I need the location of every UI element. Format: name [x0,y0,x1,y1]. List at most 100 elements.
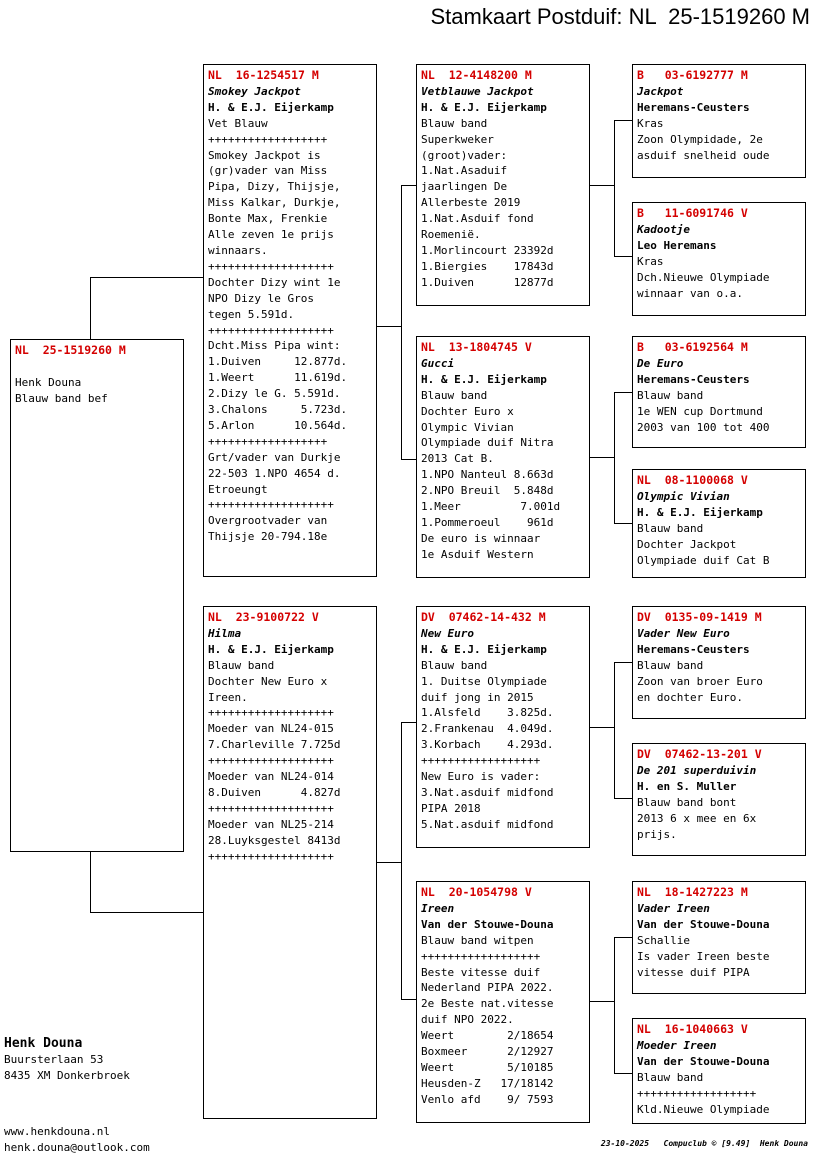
pigeon-info: Blauw band Zoon van broer Euro en dochte… [637,658,763,704]
pigeon-info: Blauw band Dochter Euro x Olympic Vivian… [421,388,561,561]
ring-number: B 03-6192777 M [637,68,748,82]
pigeon-name: Jackpot [637,84,684,98]
connector-line [614,256,633,257]
pigeon-card-mother[interactable]: NL 23-9100722 V Hilma H. & E.J. Eijerkam… [203,606,377,1119]
ring-number: DV 07462-13-201 V [637,747,762,761]
ring-number: DV 07462-14-432 M [421,610,546,624]
connector-line [614,662,615,799]
pigeon-card-father[interactable]: NL 16-1254517 M Smokey Jackpot H. & E.J.… [203,64,377,577]
pigeon-card-mf-father[interactable]: DV 0135-09-1419 M Vader New Euro Hereman… [632,606,806,719]
connector-line [401,999,417,1000]
pigeon-name: Ireen [421,901,455,915]
pigeon-info: Blauw band bont 2013 6 x mee en 6x prijs… [637,795,757,841]
pigeon-info: Blauw band 1e WEN cup Dortmund 2003 van … [637,388,770,434]
pigeon-info: Blauw band witpen ++++++++++++++++++ Bes… [421,933,554,1106]
connector-line [376,326,402,327]
ring-number: NL 16-1254517 M [208,68,319,82]
pigeon-card-mother-mother[interactable]: NL 20-1054798 V Ireen Van der Stouwe-Dou… [416,881,590,1123]
pigeon-info: Blauw band bef [15,391,108,405]
connector-line [589,727,615,728]
pigeon-card-mm-mother[interactable]: NL 16-1040663 V Moeder Ireen Van der Sto… [632,1018,806,1124]
pigeon-info: Blauw band Superkweker (groot)vader: 1.N… [421,116,554,289]
connector-line [401,185,402,460]
pigeon-info: Blauw band ++++++++++++++++++ Kld.Nieuwe… [637,1070,770,1116]
pigeon-name: Vetblauwe Jackpot [421,84,534,98]
pigeon-name: New Euro [421,626,474,640]
pigeon-owner: Van der Stouwe-Douna [421,917,554,931]
pigeon-owner: H. & E.J. Eijerkamp [421,372,547,386]
pigeon-info: Blauw band Dochter New Euro x Ireen. +++… [208,658,341,863]
pigeon-name: Vader New Euro [637,626,730,640]
ring-number: NL 20-1054798 V [421,885,532,899]
pigeon-owner: Van der Stouwe-Douna [637,1054,770,1068]
ring-number: NL 23-9100722 V [208,610,319,624]
connector-line [401,722,402,1000]
pigeon-owner: Van der Stouwe-Douna [637,917,770,931]
connector-line [401,722,417,723]
pigeon-name: Vader Ireen [637,901,710,915]
breeder-name: Henk Douna [4,1036,83,1051]
pigeon-name: Kadootje [637,222,690,236]
breeder-email-link[interactable]: henk.douna@outlook.com [4,1140,150,1154]
connector-line [376,862,402,863]
pigeon-owner: Leo Heremans [637,238,717,252]
pigeon-owner: Heremans-Ceusters [637,372,750,386]
connector-line [589,1001,615,1002]
pigeon-name: De Euro [637,356,684,370]
connector-line [90,851,91,913]
pigeon-card-mother-father[interactable]: DV 07462-14-432 M New Euro H. & E.J. Eij… [416,606,590,848]
pigeon-info: Kras Zoon Olympidade, 2e asduif snelheid… [637,116,770,162]
breeder-block: Henk Douna Buursterlaan 53 8435 XM Donke… [4,1036,130,1084]
page-title: Stamkaart Postduif: NL 25-1519260 M [430,4,811,29]
pigeon-info: Blauw band Dochter Jackpot Olympiade dui… [637,521,770,567]
connector-line [614,1073,633,1074]
pigeon-name: De 201 superduivin [637,763,757,777]
ring-number: NL 25-1519260 M [15,343,126,357]
pigeon-card-ff-father[interactable]: B 03-6192777 M Jackpot Heremans-Ceusters… [632,64,806,178]
pigeon-card-subject[interactable]: NL 25-1519260 M Henk Douna Blauw band be… [10,339,184,852]
pigeon-info: Kras Dch.Nieuwe Olympiade winnaar van o.… [637,254,770,300]
pigeon-owner: H. & E.J. Eijerkamp [208,642,334,656]
pigeon-card-father-father[interactable]: NL 12-4148200 M Vetblauwe Jackpot H. & E… [416,64,590,306]
pigeon-owner: H. en S. Muller [637,779,737,793]
ring-number: NL 16-1040663 V [637,1022,748,1036]
ring-number: NL 18-1427223 M [637,885,748,899]
ring-number: NL 08-1100068 V [637,473,748,487]
ring-number: B 03-6192564 M [637,340,748,354]
pigeon-name: Gucci [421,356,455,370]
breeder-website-link[interactable]: www.henkdouna.nl [4,1125,110,1138]
pigeon-info: Vet Blauw ++++++++++++++++++ Smokey Jack… [208,116,348,544]
connector-line [90,912,204,913]
footer-credit: 23-10-2025 Compuclub © [9.49] Henk Douna [600,1139,808,1148]
pigeon-card-father-mother[interactable]: NL 13-1804745 V Gucci H. & E.J. Eijerkam… [416,336,590,578]
breeder-contact: www.henkdouna.nl henk.douna@outlook.com [4,1124,150,1156]
connector-line [614,120,633,121]
pigeon-owner: Heremans-Ceusters [637,642,750,656]
pigeon-card-ff-mother[interactable]: B 11-6091746 V Kadootje Leo Heremans Kra… [632,202,806,316]
connector-line [614,662,633,663]
connector-line [90,277,204,278]
connector-line [401,459,417,460]
pigeon-card-fm-mother[interactable]: NL 08-1100068 V Olympic Vivian H. & E.J.… [632,469,806,578]
pigeon-card-mf-mother[interactable]: DV 07462-13-201 V De 201 superduivin H. … [632,743,806,856]
pigeon-name: Olympic Vivian [637,489,730,503]
pigeon-owner: H. & E.J. Eijerkamp [421,100,547,114]
pigeon-card-fm-father[interactable]: B 03-6192564 M De Euro Heremans-Ceusters… [632,336,806,448]
pigeon-owner: Heremans-Ceusters [637,100,750,114]
connector-line [614,937,615,1074]
pigeon-name [15,359,179,375]
connector-line [589,185,615,186]
pigeon-owner: H. & E.J. Eijerkamp [208,100,334,114]
pigeon-owner: H. & E.J. Eijerkamp [637,505,763,519]
connector-line [614,392,633,393]
pigeon-info: Schallie Is vader Ireen beste vitesse du… [637,933,770,979]
pigeon-card-mm-father[interactable]: NL 18-1427223 M Vader Ireen Van der Stou… [632,881,806,994]
ring-number: NL 13-1804745 V [421,340,532,354]
ring-number: NL 12-4148200 M [421,68,532,82]
connector-line [90,277,91,339]
ring-number: DV 0135-09-1419 M [637,610,762,624]
breeder-address-line: Buursterlaan 53 [4,1052,104,1066]
connector-line [614,798,633,799]
pigeon-info: Blauw band 1. Duitse Olympiade duif jong… [421,658,554,831]
connector-line [589,457,615,458]
